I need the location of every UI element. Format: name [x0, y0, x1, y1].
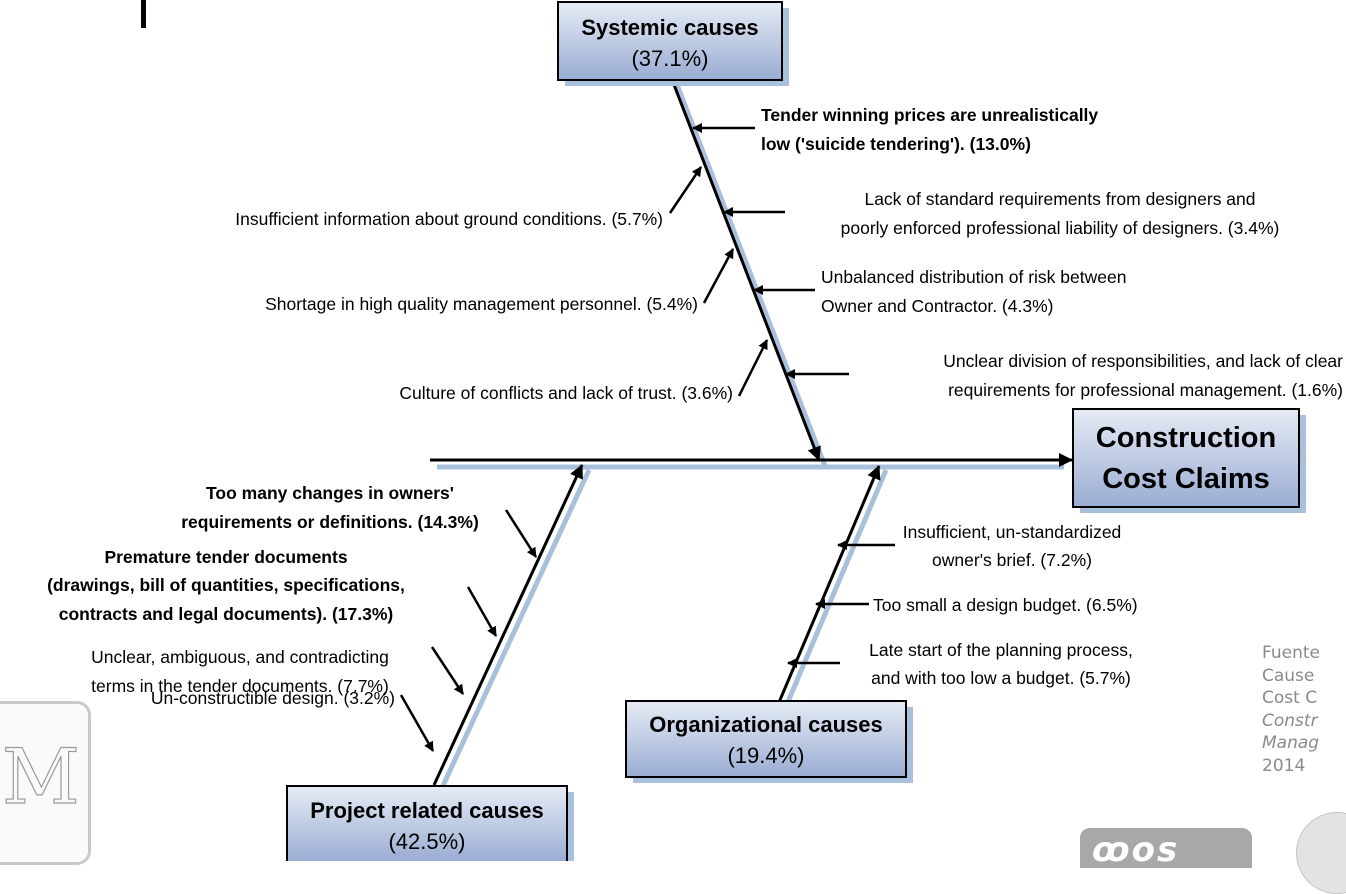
m-logo-letter: M — [1, 731, 80, 821]
cause-o2: Too small a design budget. (6.5%) — [873, 595, 1138, 615]
bone-systemic — [669, 76, 821, 461]
cause-s7-line2: requirements for professional management… — [948, 380, 1343, 400]
cause-s3-line1: Lack of standard requirements from desig… — [864, 189, 1255, 209]
cause-s3-line2: poorly enforced professional liability o… — [841, 218, 1280, 238]
source-line3: Cost C — [1262, 688, 1318, 708]
fishbone-diagram: Systemic causes (37.1%) Construction Cos… — [47, 1, 1343, 861]
cause-p4: Un-constructible design. (3.2%) — [151, 688, 395, 708]
bone-organizational — [767, 465, 881, 727]
cause-s5-line1: Unbalanced distribution of risk between — [821, 267, 1126, 287]
cause-s2: Insufficient information about ground co… — [235, 209, 663, 229]
systemic-title: Systemic causes — [581, 15, 758, 40]
cause-p2-line2: (drawings, bill of quantities, specifica… — [47, 575, 405, 595]
systemic-pct: (37.1%) — [631, 46, 708, 71]
cause-o1-line1: Insufficient, un-standardized — [903, 522, 1122, 542]
box-project: Project related causes (42.5%) — [286, 785, 574, 861]
cause-o3-line1: Late start of the planning process, — [869, 640, 1133, 660]
source-line4: Constr — [1262, 710, 1318, 731]
arrow-s4 — [702, 248, 735, 304]
cause-o1-line2: owner's brief. (7.2%) — [932, 550, 1092, 570]
box-effect: Construction Cost Claims — [1072, 408, 1306, 513]
cause-p1-line1: Too many changes in owners' — [206, 483, 454, 503]
arrow-p4 — [399, 694, 435, 752]
m-logo-icon: M — [0, 701, 91, 865]
cause-s1-line1: Tender winning prices are unrealisticall… — [761, 105, 1098, 125]
cause-p3-line2: terms in the tender documents. (7.7%) — [91, 676, 389, 696]
organizational-pct: (19.4%) — [727, 743, 804, 768]
box-systemic: Systemic causes (37.1%) — [557, 1, 789, 86]
bottom-logo-text: ꝏos — [1092, 830, 1180, 868]
cause-p1-line2: requirements or definitions. (14.3%) — [181, 512, 479, 532]
cause-o3-line2: and with too low a budget. (5.7%) — [871, 668, 1131, 688]
effect-line1: Construction — [1096, 422, 1276, 454]
bottom-logo: ꝏos — [1080, 828, 1252, 868]
cause-s6: Culture of conflicts and lack of trust. … — [399, 383, 733, 403]
cause-s5-line2: Owner and Contractor. (4.3%) — [821, 296, 1053, 316]
bone-shadows — [437, 81, 1064, 792]
project-pct: (42.5%) — [388, 829, 465, 854]
bone-project — [432, 464, 584, 786]
source-line6: 2014 — [1262, 755, 1306, 776]
cause-s4: Shortage in high quality management pers… — [265, 294, 698, 314]
effect-line2: Cost Claims — [1102, 463, 1270, 495]
project-title: Project related causes — [310, 798, 544, 823]
organizational-title: Organizational causes — [649, 712, 883, 737]
cause-p2-line1: Premature tender documents — [104, 547, 347, 567]
arrow-s6 — [737, 339, 769, 397]
source-line2: Cause — [1262, 665, 1315, 686]
box-organizational: Organizational causes (19.4%) — [625, 700, 913, 783]
source-line5: Manag — [1262, 733, 1320, 753]
arrow-s2 — [668, 166, 703, 214]
cause-p3-line1: Unclear, ambiguous, and contradicting — [91, 647, 389, 667]
cause-s1-line2: low ('suicide tendering'). (13.0%) — [761, 134, 1031, 154]
header-bar-mark — [141, 0, 146, 28]
arrow-p3 — [430, 646, 465, 695]
source-line1: Fuente — [1262, 643, 1320, 663]
arrow-p2 — [466, 586, 498, 637]
cause-p2-line3: contracts and legal documents). (17.3%) — [59, 604, 394, 624]
cause-s7-line1: Unclear division of responsibilities, an… — [943, 351, 1343, 371]
source-citation: Fuente Cause Cost C Constr Manag 2014 — [1262, 642, 1346, 777]
arrow-p1 — [504, 509, 538, 558]
